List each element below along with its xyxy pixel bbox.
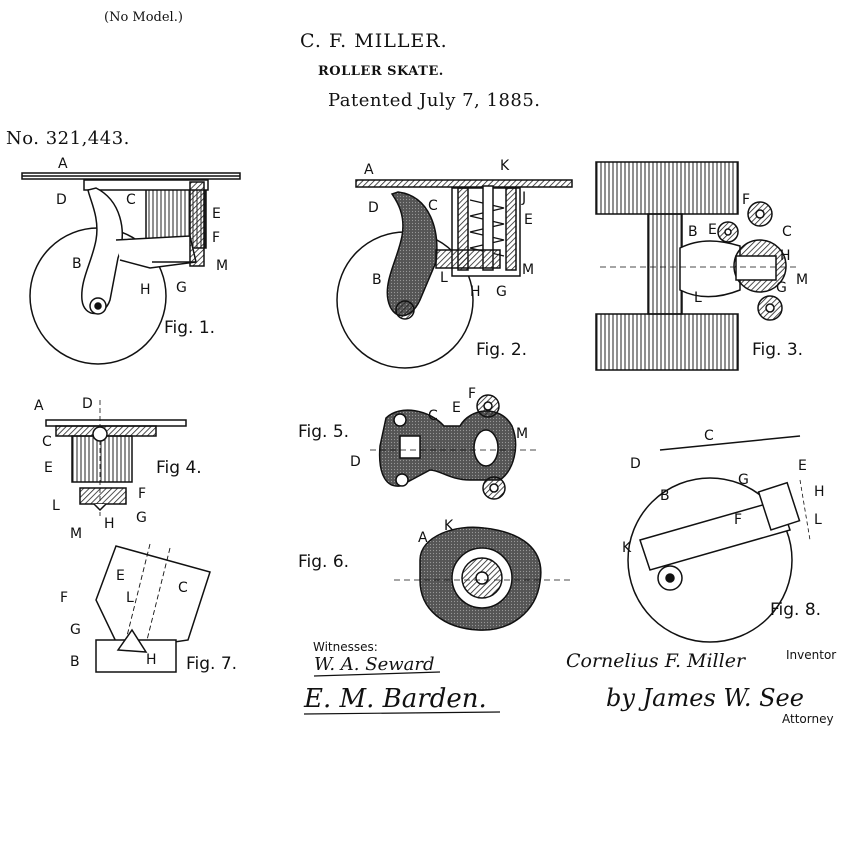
fig8-label-f: F — [734, 512, 743, 528]
fig-5-caption: Fig. 5. — [298, 422, 350, 442]
patent-number: No. 321,443. — [6, 128, 130, 149]
fig3-label-b: B — [688, 224, 698, 240]
fig3-label-h: H — [780, 248, 791, 264]
fig6-label-a: A — [418, 530, 428, 546]
fig4-label-d: D — [82, 396, 93, 412]
fig3-label-m: M — [796, 272, 809, 288]
fig7-label-g: G — [70, 622, 81, 638]
fig-3-drawing — [595, 161, 800, 371]
fig1-label-f: F — [212, 230, 221, 246]
fig2-label-h: H — [470, 284, 481, 300]
fig2-label-k: K — [500, 158, 510, 174]
fig4-label-h: H — [104, 516, 115, 532]
fig7-label-f: F — [60, 590, 69, 606]
attorney-label: Attorney — [782, 712, 834, 726]
inventor-signature: Cornelius F. Miller — [566, 650, 746, 672]
fig7-label-c: C — [178, 580, 188, 596]
signature-underlines — [303, 671, 501, 715]
fig8-label-e: E — [798, 458, 807, 474]
no-model-note: (No Model.) — [104, 10, 183, 25]
fig7-label-e: E — [116, 568, 125, 584]
fig1-label-h: H — [140, 282, 151, 298]
fig-1-drawing — [21, 172, 241, 365]
fig8-label-d: D — [630, 456, 641, 472]
fig2-label-c: C — [428, 198, 438, 214]
inventor-name-heading: C. F. MILLER. — [300, 30, 448, 52]
fig8-label-g: G — [738, 472, 749, 488]
fig2-label-g: G — [496, 284, 507, 300]
fig-6-drawing — [394, 526, 570, 631]
fig2-label-l: L — [440, 270, 448, 286]
fig5-label-e: E — [452, 400, 461, 416]
fig-2-drawing — [336, 179, 573, 369]
fig4-label-m: M — [70, 526, 83, 542]
fig-5-drawing — [370, 394, 540, 500]
fig-3-caption: Fig. 3. — [752, 340, 804, 360]
fig4-label-e: E — [44, 460, 53, 476]
fig3-label-g: G — [776, 280, 787, 296]
witness-signature-2: E. M. Barden. — [304, 684, 487, 714]
fig1-label-a: A — [58, 156, 68, 172]
fig5-label-f: F — [468, 386, 477, 402]
fig2-label-a: A — [364, 162, 374, 178]
fig4-label-g: G — [136, 510, 147, 526]
fig6-label-k: K — [444, 518, 454, 534]
fig2-label-j: J — [522, 190, 527, 206]
fig8-label-c: C — [704, 428, 714, 444]
fig5-label-d: D — [350, 454, 361, 470]
fig-4-caption: Fig 4. — [156, 458, 202, 478]
fig1-label-d: D — [56, 192, 67, 208]
fig5-label-c: C — [428, 408, 438, 424]
fig2-label-d: D — [368, 200, 379, 216]
fig2-label-b: B — [372, 272, 382, 288]
fig3-label-e: E — [708, 222, 717, 238]
fig3-label-c: C — [782, 224, 792, 240]
fig3-label-f: F — [742, 192, 751, 208]
fig8-label-l: L — [814, 512, 822, 528]
patent-subject: ROLLER SKATE. — [318, 64, 444, 79]
patent-date: Patented July 7, 1885. — [328, 90, 541, 111]
fig4-label-f: F — [138, 486, 147, 502]
fig1-label-e: E — [212, 206, 221, 222]
fig4-label-a: A — [34, 398, 44, 414]
fig-7-caption: Fig. 7. — [186, 654, 238, 674]
fig4-label-l: L — [52, 498, 60, 514]
witnesses-label: Witnesses: — [313, 640, 378, 654]
fig-4-drawing — [45, 400, 187, 516]
fig5-label-m: M — [516, 426, 529, 442]
fig-2-caption: Fig. 2. — [476, 340, 528, 360]
fig-6-caption: Fig. 6. — [298, 552, 350, 572]
fig8-label-h: H — [814, 484, 825, 500]
fig3-label-l: L — [694, 290, 702, 306]
fig8-label-k: K — [622, 540, 632, 556]
fig1-label-b: B — [72, 256, 82, 272]
fig4-label-c: C — [42, 434, 52, 450]
fig1-label-m: M — [216, 258, 229, 274]
fig7-label-h: H — [146, 652, 157, 668]
fig1-label-c: C — [126, 192, 136, 208]
fig-8-drawing — [627, 435, 811, 643]
inventor-label: Inventor — [786, 648, 837, 662]
fig-1-caption: Fig. 1. — [164, 318, 216, 338]
fig1-label-g: G — [176, 280, 187, 296]
fig2-label-m: M — [522, 262, 535, 278]
fig7-label-l: L — [126, 590, 134, 606]
fig2-label-e: E — [524, 212, 533, 228]
fig7-label-b: B — [70, 654, 80, 670]
fig-7-drawing — [95, 543, 211, 673]
fig-8-caption: Fig. 8. — [770, 600, 822, 620]
witness-signature-1: W. A. Seward — [314, 654, 435, 675]
fig8-label-b: B — [660, 488, 670, 504]
attorney-signature: by James W. See — [606, 684, 804, 712]
